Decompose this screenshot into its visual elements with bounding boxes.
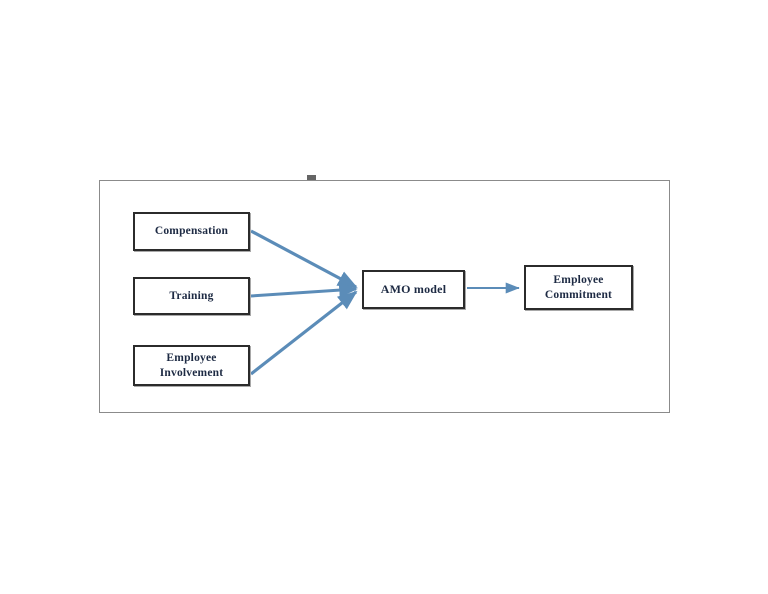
node-amo-model[interactable]: AMO model	[362, 270, 465, 309]
node-employee-involvement-label: Employee Involvement	[157, 351, 227, 379]
node-employee-commitment-label: Employee Commitment	[542, 273, 615, 301]
node-training-label: Training	[169, 289, 214, 302]
node-training[interactable]: Training	[133, 277, 250, 315]
node-compensation[interactable]: Compensation	[133, 212, 250, 251]
node-employee-involvement[interactable]: Employee Involvement	[133, 345, 250, 386]
node-employee-involvement-label-line1: Employee	[166, 352, 217, 365]
node-employee-commitment[interactable]: Employee Commitment	[524, 265, 633, 310]
node-amo-model-label: AMO model	[380, 282, 447, 297]
node-employee-commitment-label-line1: Employee	[553, 274, 604, 287]
node-compensation-label: Compensation	[154, 225, 229, 238]
node-employee-commitment-label-line2: Commitment	[544, 288, 613, 301]
scan-artifact-mark	[307, 175, 316, 180]
node-employee-involvement-label-line2: Involvement	[159, 366, 224, 379]
